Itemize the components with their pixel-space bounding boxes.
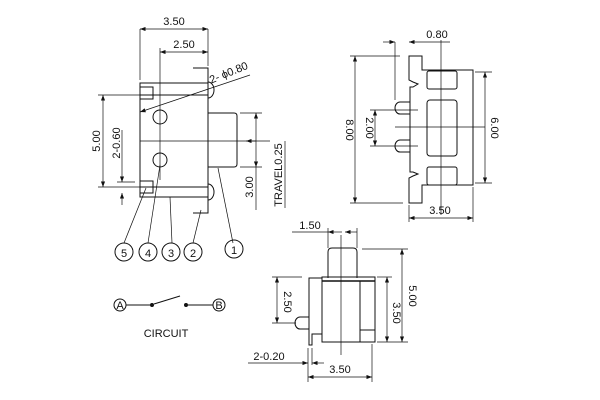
circuit-diagram: A B CIRCUIT xyxy=(113,295,226,340)
dim-pin-pitch: 2.00 xyxy=(363,117,375,138)
circuit-label: CIRCUIT xyxy=(144,328,189,340)
dim-width: 3.50 xyxy=(329,364,350,376)
terminal-top xyxy=(139,86,154,100)
svg-text:4: 4 xyxy=(145,248,151,260)
balloon-1: 1 xyxy=(224,239,244,259)
body-outline xyxy=(139,82,209,198)
dim-offset: 2.50 xyxy=(173,39,194,51)
balloon-4: 4 xyxy=(138,242,158,262)
switch-lever xyxy=(153,295,181,305)
dim-height: 5.00 xyxy=(91,130,103,151)
dim-width: 3.50 xyxy=(163,16,184,28)
dim-actuator-width: 1.50 xyxy=(299,220,320,232)
svg-text:2: 2 xyxy=(190,248,196,260)
dim-body: 6.00 xyxy=(488,117,500,138)
dim-height: 5.00 xyxy=(406,285,418,306)
dim-pitch: 2-0.60 xyxy=(111,127,123,158)
svg-text:B: B xyxy=(215,300,222,312)
svg-text:5: 5 xyxy=(121,248,127,260)
terminal-b xyxy=(212,298,226,312)
svg-text:3: 3 xyxy=(168,248,174,260)
dim-pin-height: 2.50 xyxy=(281,291,293,312)
actuator xyxy=(327,247,358,278)
dim-width: 3.50 xyxy=(429,205,450,217)
actuator xyxy=(208,112,238,168)
front-view: 1.50 5.00 3.50 2.50 2-0.20 3.50 xyxy=(248,220,418,382)
body-outline xyxy=(321,276,376,343)
dim-actuator: 3.00 xyxy=(244,176,256,197)
dim-pin: 0.80 xyxy=(426,29,447,41)
body-outline xyxy=(408,55,474,204)
svg-text:1: 1 xyxy=(231,245,237,257)
dim-length: 8.00 xyxy=(343,119,355,140)
balloon-5: 5 xyxy=(114,242,134,262)
top-view: 0.80 8.00 2.00 6.00 3.50 xyxy=(343,29,500,222)
side-view: 3.50 2.50 2- ϕ0.80 5.00 2-0.60 3.00 TRAV… xyxy=(91,16,286,262)
balloon-2: 2 xyxy=(183,242,203,262)
dim-travel: TRAVEL0.25 xyxy=(273,143,285,206)
svg-text:A: A xyxy=(116,300,124,312)
dim-lead: 2-0.20 xyxy=(253,351,284,363)
dim-body-height: 3.50 xyxy=(390,302,402,323)
balloon-3: 3 xyxy=(161,242,181,262)
